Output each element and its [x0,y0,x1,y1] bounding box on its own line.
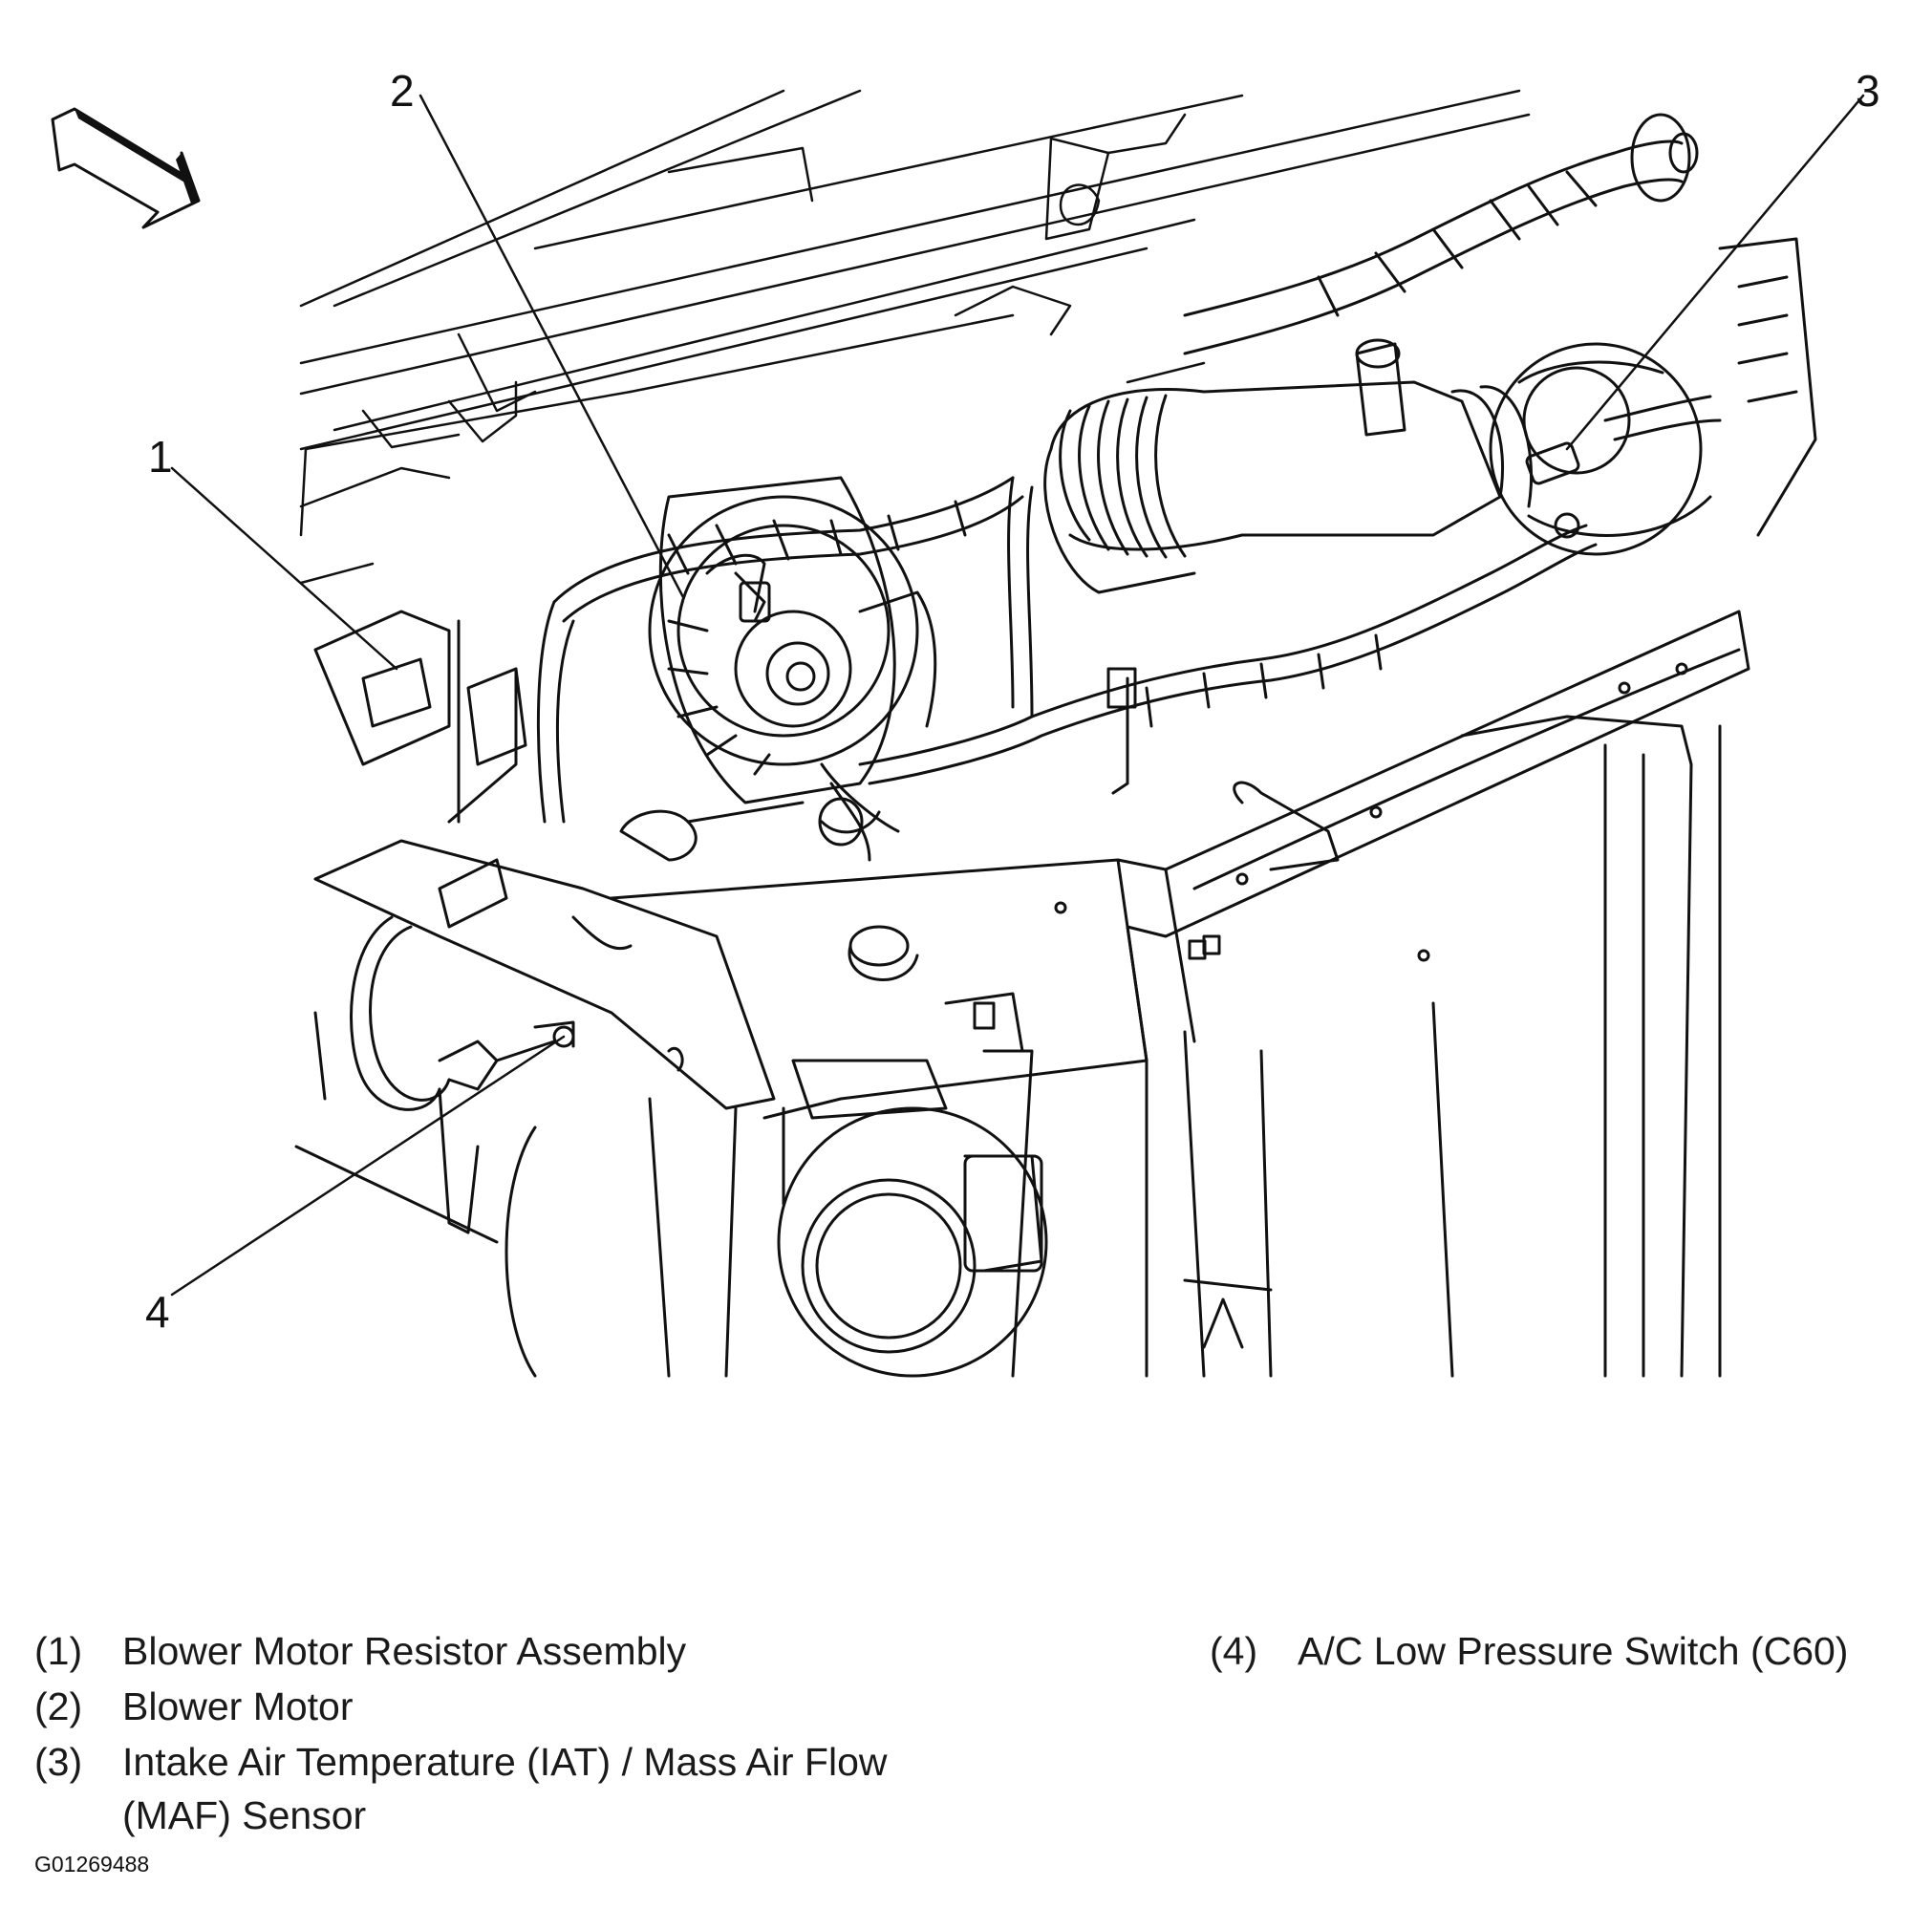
legend-item-3: (3) Intake Air Temperature (IAT) / Mass … [34,1735,944,1842]
figure-id: G01269488 [34,1852,150,1876]
legend-item-1: (1) Blower Motor Resistor Assembly [34,1624,686,1678]
wiring-harness-upper [1183,113,1699,355]
wiring-harness-middle [536,476,1598,824]
radiator-support-frame [504,610,1750,1378]
legend-text: A/C Low Pressure Switch (C60) [1298,1629,1849,1673]
callout-leader-lines [170,94,1865,1297]
legend-number: (3) [34,1740,83,1784]
legend-text: Blower Motor Resistor Assembly [122,1629,687,1673]
blower-motor-assembly [619,476,937,862]
resistor-assembly-area [313,610,776,1110]
callout-3: 3 [1856,66,1880,116]
legend-item-4: (4) A/C Low Pressure Switch (C60) [1210,1624,1848,1678]
legend-text: Intake Air Temperature (IAT) / Mass Air … [122,1740,888,1837]
legend: (1) Blower Motor Resistor Assembly (2) B… [34,1624,1907,1837]
legend-number: (4) [1210,1629,1258,1673]
engine-compartment-illustration [51,89,1865,1378]
legend-text: Blower Motor [122,1684,354,1728]
cowl-panel-lines [299,89,1531,585]
legend-number: (2) [34,1684,83,1728]
maf-sensor-housing [1489,237,1817,556]
ac-switch-area [294,915,684,1244]
callout-1: 1 [148,432,173,482]
callout-4: 4 [145,1287,170,1337]
callout-2: 2 [390,66,415,116]
legend-number: (1) [34,1629,83,1673]
legend-item-2: (2) Blower Motor [34,1680,354,1733]
air-intake-duct [1043,338,1533,594]
direction-arrow-icon [51,107,201,229]
